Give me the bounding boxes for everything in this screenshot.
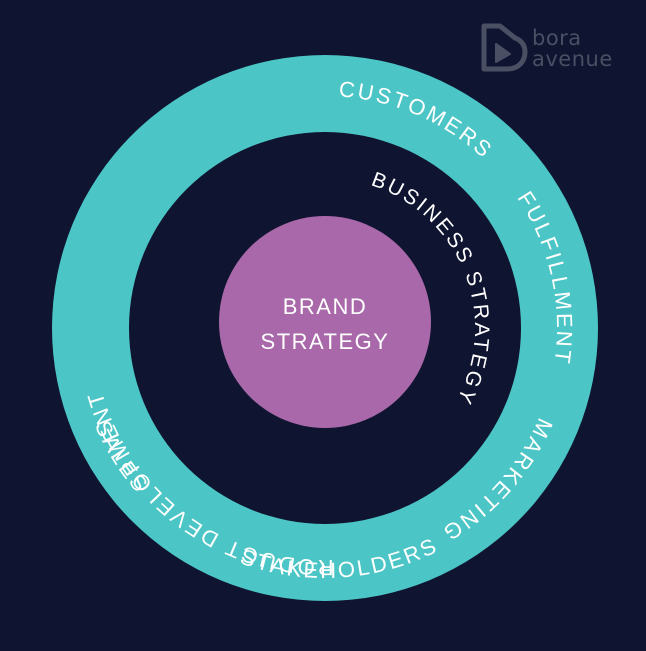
logo: bora avenue bbox=[481, 23, 613, 72]
center-label-line1: BRAND bbox=[283, 294, 368, 319]
logo-text-line1: bora bbox=[532, 26, 582, 50]
brand-strategy-circle bbox=[219, 216, 431, 428]
bora-avenue-logo-icon bbox=[481, 23, 528, 72]
center-label-line2: STRATEGY bbox=[261, 329, 390, 354]
logo-text-line2: avenue bbox=[532, 47, 613, 71]
